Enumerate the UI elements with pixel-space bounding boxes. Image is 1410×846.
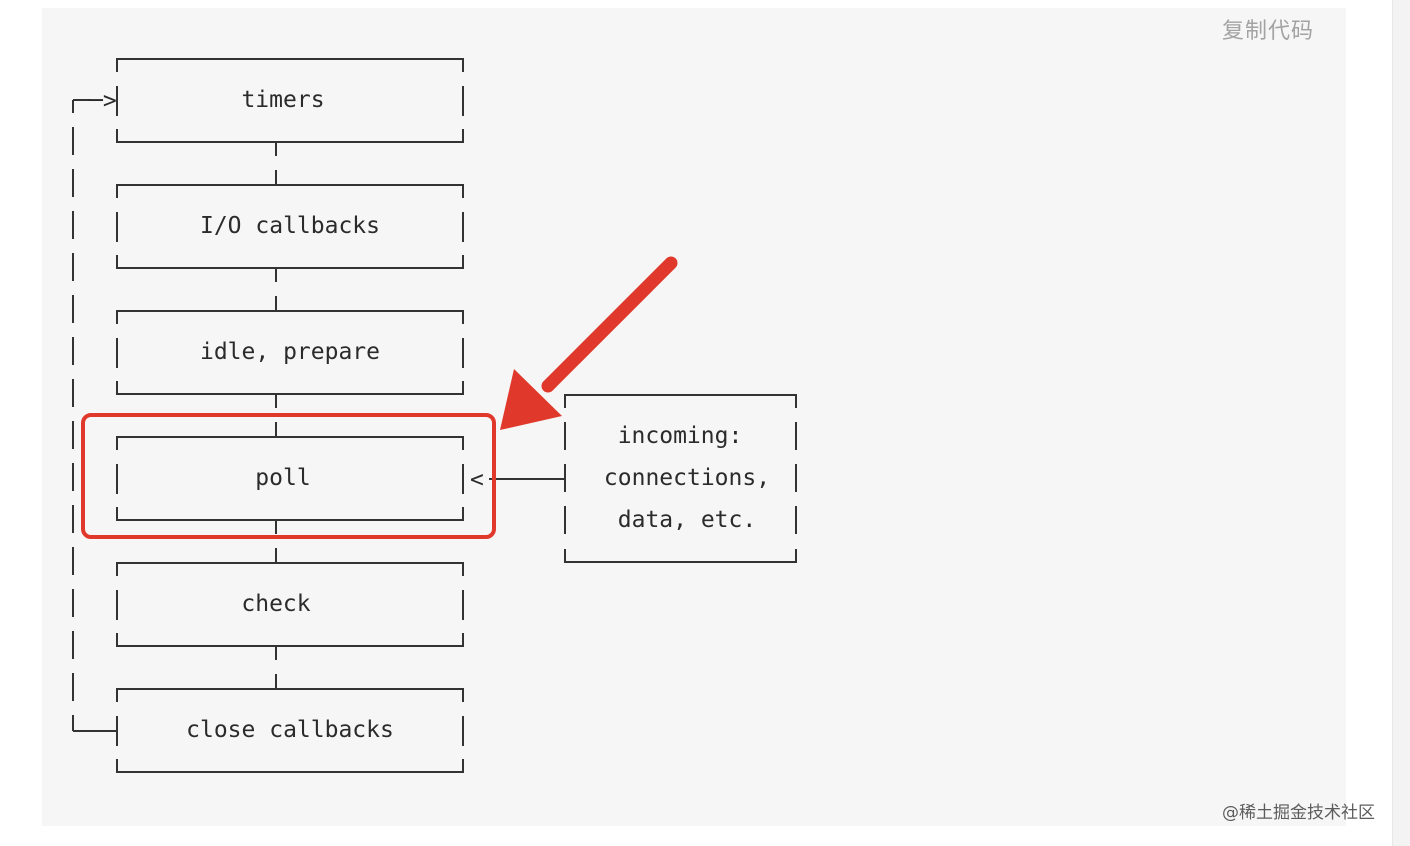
phase-box-check — [116, 562, 464, 647]
phase-box-idle-prepare — [116, 310, 464, 395]
phase-label-io-callbacks: I/O callbacks — [200, 213, 380, 239]
phase-label-close-callbacks: close callbacks — [186, 717, 394, 743]
poll-highlight-box — [81, 413, 496, 539]
phase-label-check: check — [241, 591, 310, 617]
incoming-line-1: incoming: — [618, 423, 743, 449]
copy-code-button[interactable]: 复制代码 — [1221, 19, 1314, 44]
phase-label-timers: timers — [241, 87, 324, 113]
loop-arrow-head: ─> — [88, 88, 117, 114]
annotation-arrow-icon — [500, 256, 678, 430]
phase-box-timers — [116, 58, 464, 143]
loop-back-line — [72, 99, 118, 744]
incoming-arrow-head: < — [470, 467, 484, 493]
incoming-line-2: connections, — [604, 465, 770, 491]
phase-label-idle-prepare: idle, prepare — [200, 339, 380, 365]
watermark: @稀土掘金技术社区 — [1222, 803, 1375, 823]
incoming-box — [564, 394, 797, 563]
phase-label-poll: poll — [255, 465, 310, 491]
phase-box-poll — [116, 436, 464, 521]
phase-box-io-callbacks — [116, 184, 464, 269]
scrollbar-track[interactable] — [1392, 0, 1410, 846]
incoming-line-3: data, etc. — [618, 507, 756, 533]
